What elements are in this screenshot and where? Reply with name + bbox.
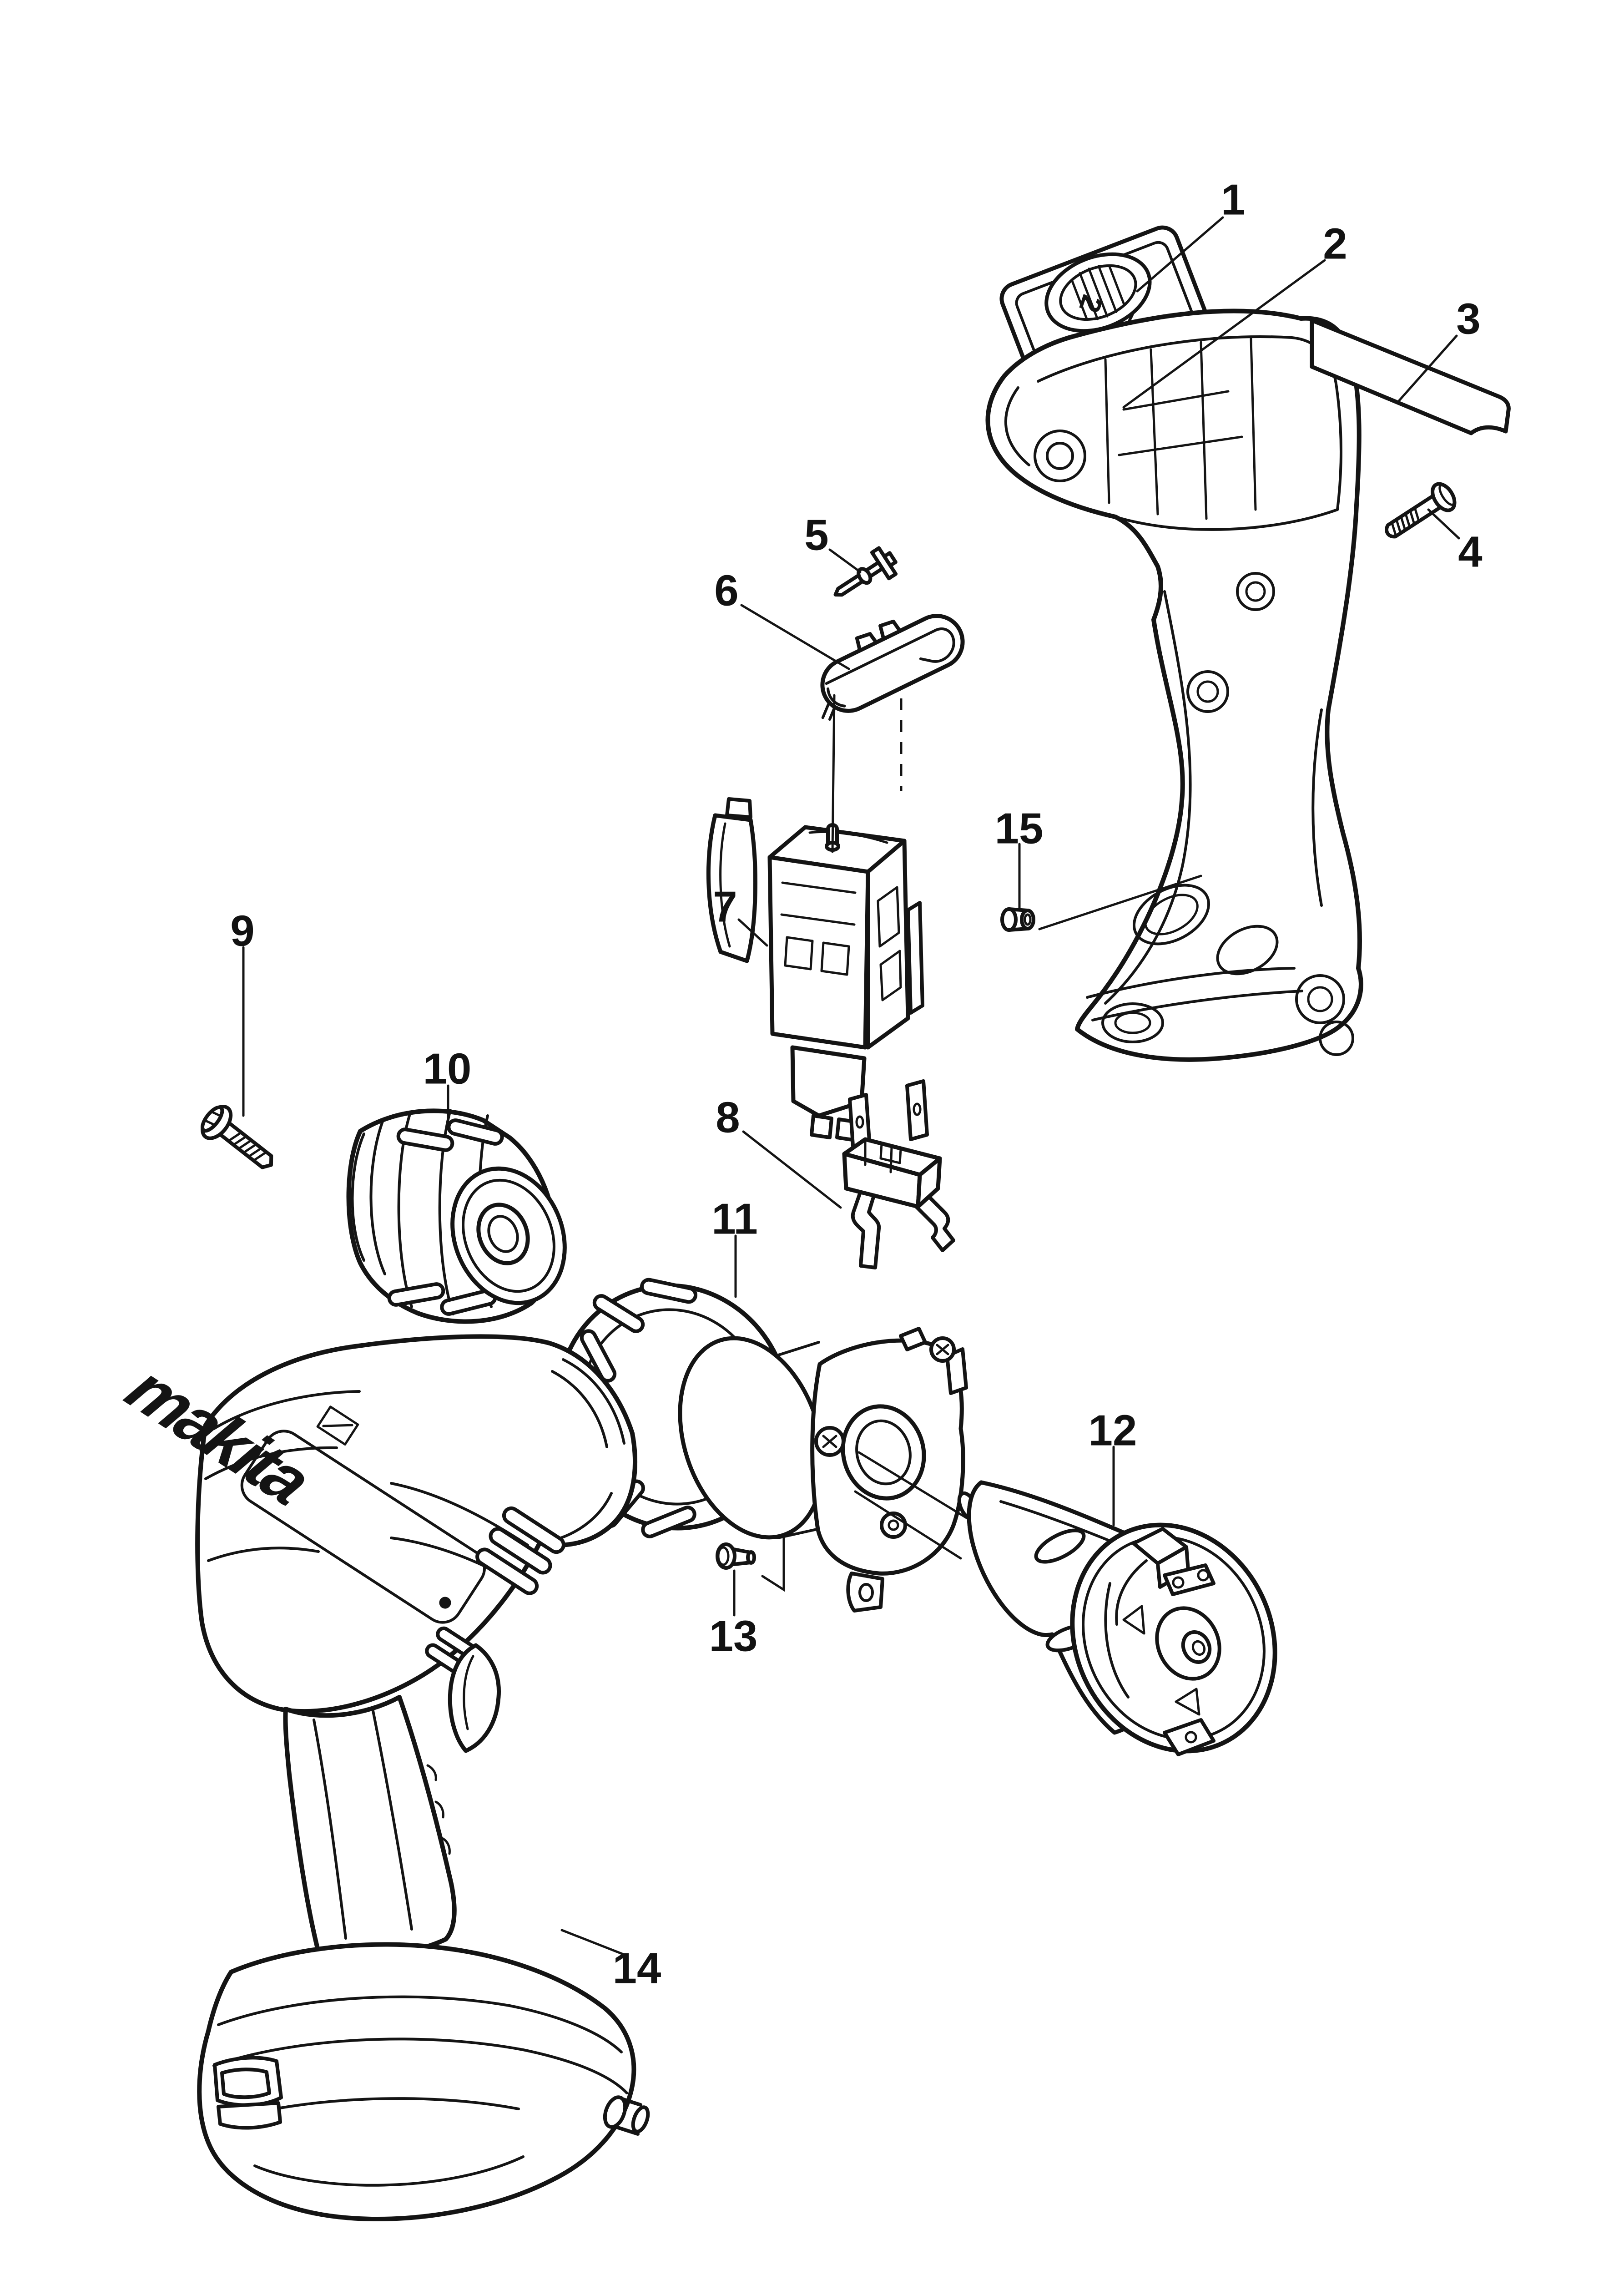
part-label-10: 10 (423, 1045, 472, 1093)
assembly-axis-line (857, 1451, 969, 1520)
part-leader-1 (1136, 216, 1224, 293)
part-label-7: 7 (713, 883, 737, 931)
part-10-drill-chuck-drawing (346, 1108, 567, 1324)
part-5-lock-pin-drawing (833, 546, 898, 597)
part-label-8: 8 (716, 1093, 740, 1142)
part-label-11: 11 (711, 1195, 757, 1244)
part-3-name-plate-drawing (1310, 318, 1511, 435)
part-label-2: 2 (1323, 220, 1347, 268)
part-label-9: 9 (230, 907, 254, 956)
part-14-housing-left-drawing: makita (112, 1334, 650, 2221)
part-4-tapping-screw-drawing (1385, 482, 1457, 539)
part-label-15: 15 (995, 804, 1044, 853)
part-label-12: 12 (1089, 1406, 1137, 1455)
part-13-shoulder-screw-drawing (716, 1542, 756, 1570)
part-2-housing-right-drawing: 2 (985, 291, 1363, 1062)
assembly-axis-line (854, 1490, 962, 1560)
part-12-motor-drawing (957, 1480, 1277, 1756)
part-label-5: 5 (804, 511, 828, 560)
part-leader-7 (737, 918, 768, 947)
part-label-3: 3 (1456, 295, 1480, 344)
part-7-switch-unit-drawing (706, 797, 924, 1142)
part-leader-14 (560, 1929, 625, 1956)
part-15-pin-drawing (1000, 907, 1035, 932)
assembly-axis-line (761, 1534, 785, 1592)
logo-dot (439, 1597, 451, 1609)
part-label-14: 14 (613, 1944, 661, 1993)
part-leader-5 (828, 548, 862, 573)
assembly-axis-line (1038, 875, 1202, 930)
part-leader-8 (742, 1130, 842, 1209)
part-9-pan-head-screw-drawing (201, 1105, 273, 1169)
part-6-slide-lever-drawing (820, 614, 965, 721)
part-label-4: 4 (1458, 528, 1482, 576)
part-label-1: 1 (1221, 176, 1245, 224)
part-label-13: 13 (709, 1612, 758, 1661)
part-leader-2 (1122, 259, 1326, 409)
part-leader-3 (1398, 334, 1458, 402)
part-label-6: 6 (714, 566, 738, 615)
part-leader-4 (1427, 508, 1460, 540)
part-leader-6 (740, 604, 850, 670)
part-8-terminal-drawing (842, 1079, 955, 1269)
assembly-axis-line (831, 694, 836, 853)
